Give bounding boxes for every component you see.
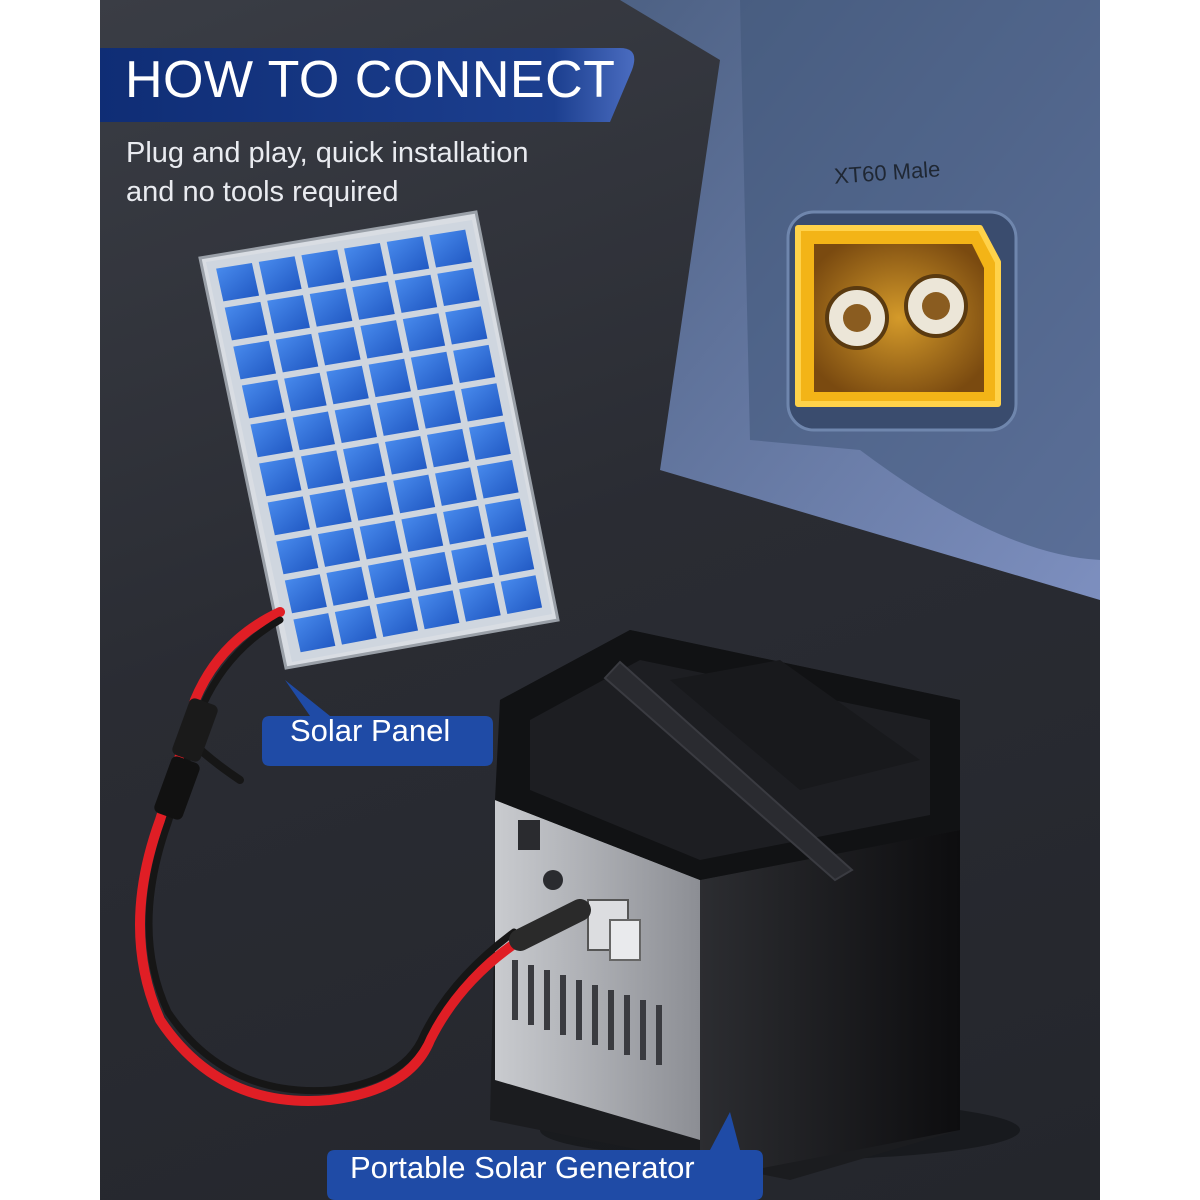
solar-cell <box>360 320 403 359</box>
solar-cell <box>276 535 319 575</box>
solar-cell <box>309 489 352 528</box>
solar-cell <box>241 379 285 419</box>
vent-slot <box>560 975 566 1035</box>
vent-slot <box>512 960 518 1020</box>
title-banner <box>100 48 635 122</box>
solar-cell <box>326 365 369 405</box>
solar-cell <box>476 460 519 499</box>
vent-slot <box>528 965 534 1025</box>
solar-cell <box>410 351 454 391</box>
vent-slot <box>624 995 630 1055</box>
vent-slot <box>544 970 550 1030</box>
solar-cell <box>258 256 302 295</box>
solar-cell <box>427 428 469 468</box>
solar-cell <box>224 301 268 341</box>
solar-cell <box>352 281 395 320</box>
solar-cell <box>250 418 293 458</box>
solar-cell <box>359 520 402 560</box>
solar-cell <box>394 274 438 313</box>
solar-cell <box>435 467 477 506</box>
solar-cell <box>500 575 543 614</box>
solar-cell <box>443 505 485 545</box>
solar-cell <box>376 598 419 637</box>
vent-slot <box>640 1000 646 1060</box>
solar-cell <box>368 358 411 398</box>
solar-cell <box>453 344 496 384</box>
solar-cell <box>326 566 369 606</box>
solar-cell <box>344 242 387 282</box>
solar-cell <box>418 390 462 429</box>
solar-cell <box>437 268 480 307</box>
solar-cell <box>461 383 504 422</box>
solar-cell <box>275 333 319 373</box>
solar-cell <box>484 498 527 537</box>
solar-cell <box>233 340 277 380</box>
solar-cell <box>409 551 452 591</box>
page-title: HOW TO CONNECT <box>125 51 616 109</box>
solar-cell <box>334 605 377 645</box>
solar-cell <box>301 249 345 288</box>
solar-cell <box>451 544 493 584</box>
vent-slot <box>576 980 582 1040</box>
solar-panel-pill <box>262 680 493 766</box>
solar-cell <box>385 435 428 475</box>
generator-vents <box>512 960 662 1065</box>
solar-cell <box>429 229 472 268</box>
solar-cell <box>301 450 344 490</box>
solar-cell <box>284 574 327 614</box>
solar-cell <box>445 306 488 345</box>
solar-cell <box>267 496 310 536</box>
solar-cell <box>468 421 511 461</box>
solar-panel-callout-label: Solar Panel <box>290 713 451 748</box>
portable-generator <box>490 630 960 1180</box>
solar-cell <box>334 404 377 443</box>
solar-cell <box>216 262 260 302</box>
solar-cell <box>492 536 535 576</box>
generator-callout-label: Portable Solar Generator <box>350 1150 695 1185</box>
solar-cell <box>267 295 310 334</box>
solar-cell <box>402 313 446 352</box>
solar-cell <box>393 474 436 514</box>
sae-connector <box>154 698 218 820</box>
solar-cell <box>367 559 410 599</box>
solar-cell <box>376 397 419 436</box>
solar-cell <box>309 288 353 327</box>
solar-cell <box>293 613 336 653</box>
scene-background: HOW TO CONNECT Plug and play, quick inst… <box>100 0 1100 1200</box>
solar-cell <box>351 481 394 521</box>
solar-cell <box>459 582 501 622</box>
solar-cell <box>386 236 430 275</box>
vent-slot <box>608 990 614 1050</box>
vent-slot <box>592 985 598 1045</box>
xt60-connector <box>786 210 1018 432</box>
solar-cell <box>401 513 444 552</box>
subtitle-line-2: and no tools required <box>126 176 399 208</box>
solar-cell <box>284 372 327 412</box>
solar-cell <box>259 457 302 497</box>
solar-cell <box>317 527 361 567</box>
solar-cell <box>417 590 460 630</box>
scene-illustration <box>100 0 1100 1200</box>
solar-cells <box>216 229 543 653</box>
solar-cell <box>318 327 361 366</box>
solar-cell <box>343 443 386 482</box>
generator-pill <box>327 1112 763 1200</box>
solar-cell <box>292 411 335 451</box>
subtitle-line-1: Plug and play, quick installation <box>126 137 529 169</box>
vent-slot <box>656 1005 662 1065</box>
